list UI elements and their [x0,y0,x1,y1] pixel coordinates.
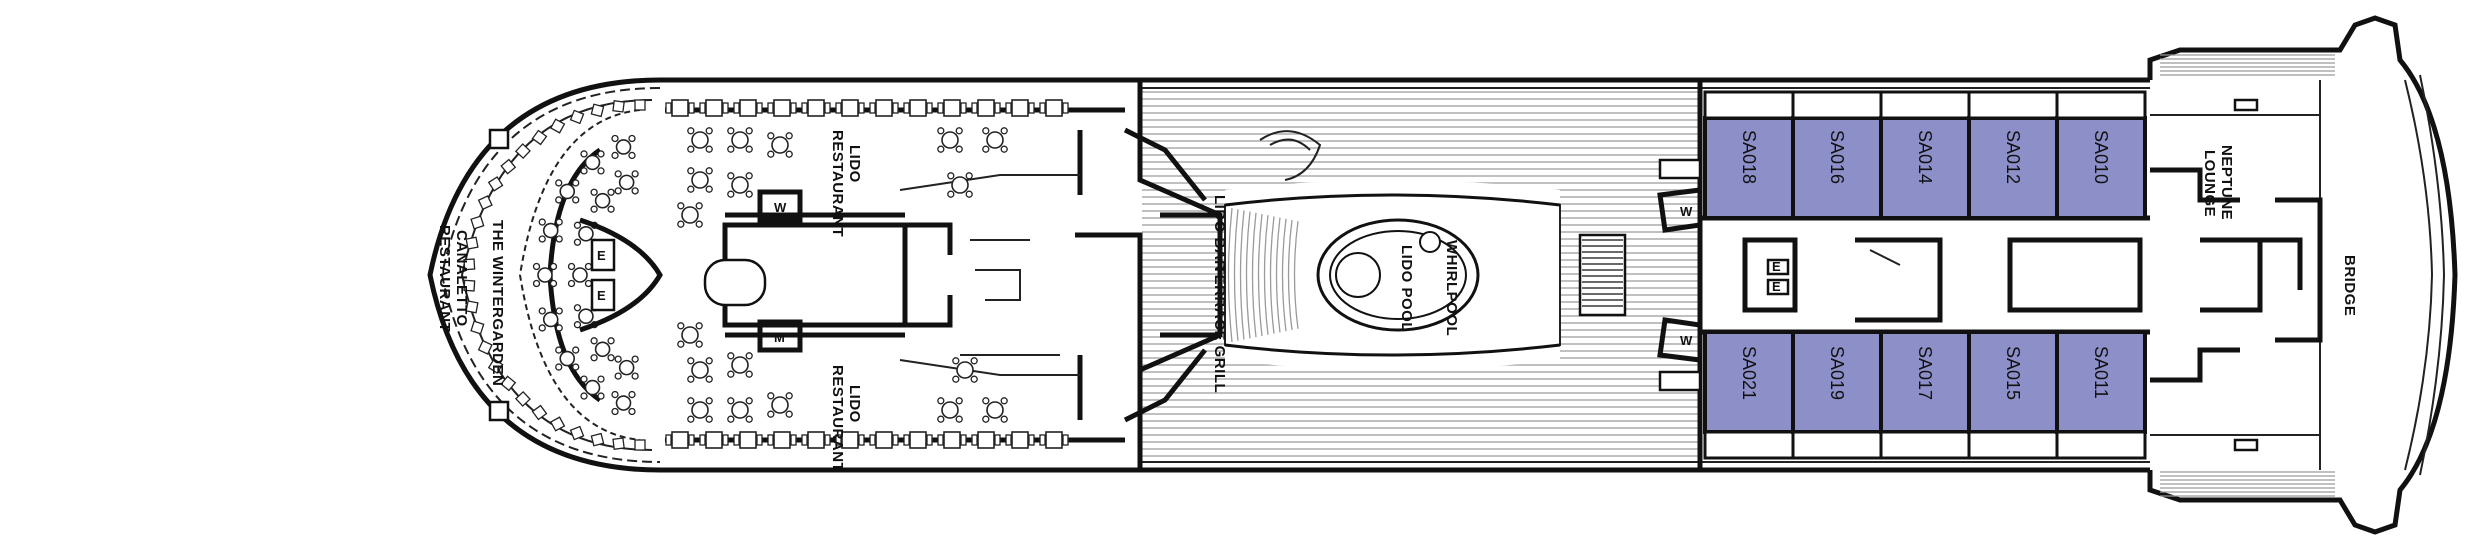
label-bridge: BRIDGE [2341,255,2358,316]
restroom-women-suites: W [1680,204,1693,219]
cabin-number: SA019 [1827,346,1847,400]
cabin-sa019[interactable]: SA019 [1791,330,1883,460]
cabin-number: SA021 [1739,346,1759,400]
label-lido-pool: LIDO POOL [1398,245,1415,332]
restroom-men-lido: M [774,330,785,345]
label-neptune-1: NEPTUNE [2218,145,2235,220]
cabin-sa016[interactable]: SA016 [1791,90,1883,220]
label-lido-restaurant-top-2: RESTAURANT [829,130,846,237]
cabin-sa010[interactable]: SA010 [2055,90,2147,220]
cabin-number: SA017 [1915,346,1935,400]
cabin-sa015[interactable]: SA015 [1967,330,2059,460]
cabin-number: SA016 [1827,130,1847,184]
cabin-sa018[interactable]: SA018 [1703,90,1795,220]
label-the-wintergarden: THE WINTERGARDEN [489,220,506,386]
cabin-number: SA014 [1915,130,1935,184]
elevator-mark-1: E [597,248,606,263]
bridge-wing-decking [2160,54,2335,497]
cabin-sa012[interactable]: SA012 [1967,90,2059,220]
lido-core: W M [665,99,1125,449]
lido-bar-area [1075,80,1223,470]
label-whirlpool: WHIRLPOOL [1443,240,1460,336]
restroom-women-lido: W [774,200,787,215]
label-lido-bar: LIDO BAR [1211,195,1228,272]
lido-pool [1224,130,1627,357]
label-lido-restaurant-bottom-1: LIDO [846,385,863,423]
cabin-number: SA010 [2091,130,2111,184]
label-lido-restaurant-top-1: LIDO [846,145,863,183]
cabin-number: SA015 [2003,346,2023,400]
label-canaletto-2: RESTAURANT [436,225,453,332]
cabin-sa021[interactable]: SA021 [1703,330,1795,460]
corridor: E E W W [1657,158,2143,392]
cabin-sa011[interactable]: SA011 [2055,330,2147,460]
elevator-mark-3: E [1772,259,1781,274]
label-canaletto-1: CANALETTO [453,230,470,327]
cabin-number: SA018 [1739,130,1759,184]
elevator-mark-2: E [597,288,606,303]
elevator-mark-4: E [1772,279,1781,294]
forward-area [2150,98,2323,452]
label-terrace-grill: TERRACE GRILL [1211,265,1228,393]
label-lido-restaurant-bottom-2: RESTAURANT [829,365,846,472]
label-neptune-2: LOUNGE [2201,150,2218,217]
cabin-sa014[interactable]: SA014 [1879,90,1971,220]
stern-dining: E E [463,99,663,451]
cabin-number: SA011 [2091,346,2111,399]
restroom-men-suites: W [1680,333,1693,348]
cabin-sa017[interactable]: SA017 [1879,330,1971,460]
cabin-number: SA012 [2003,130,2023,184]
venue-labels: THE WINTERGARDEN CANALETTO RESTAURANT LI… [436,130,2358,472]
